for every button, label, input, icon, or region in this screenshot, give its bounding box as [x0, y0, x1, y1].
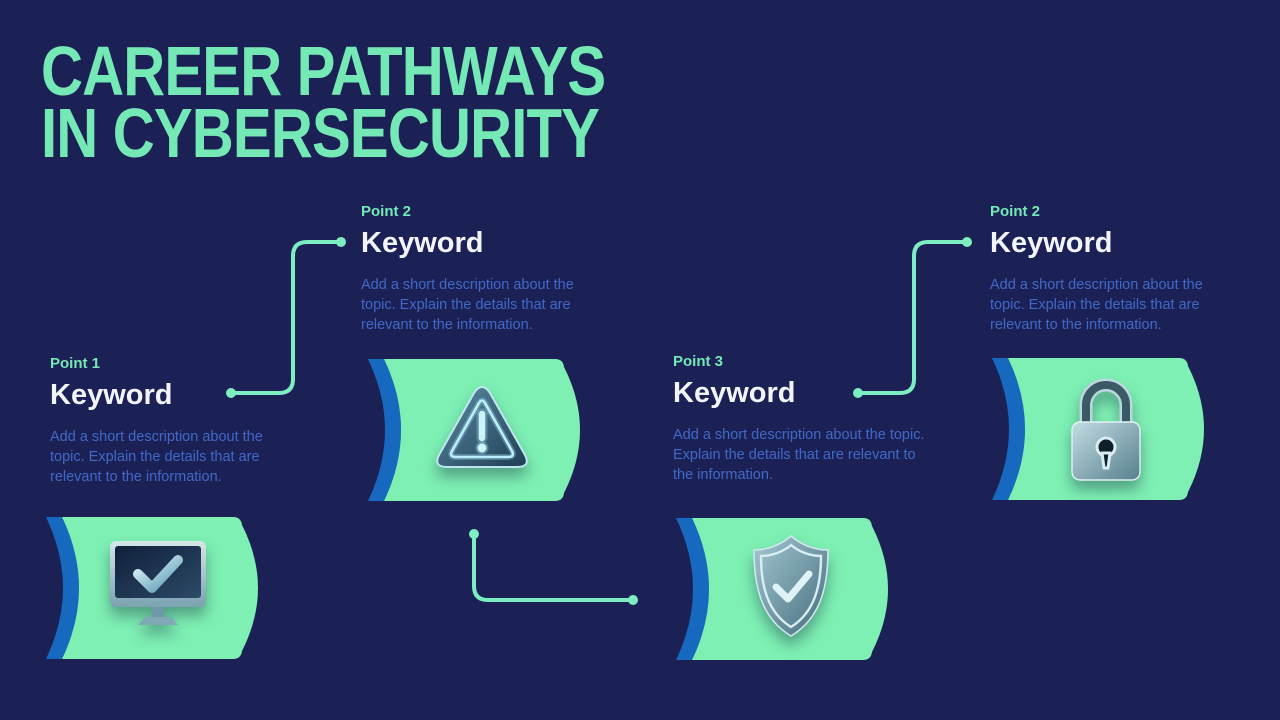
card-accent-stripe: [46, 517, 79, 659]
connector-dot: [336, 237, 346, 247]
point-block-2: Point 2 Keyword Add a short description …: [361, 203, 575, 335]
point-label: Point 2: [990, 203, 1041, 220]
connector-dot: [628, 595, 638, 605]
page-title-line2: IN CYBERSECURITY: [41, 94, 600, 172]
card-accent-stripe: [368, 359, 401, 501]
point-keyword: Keyword: [361, 227, 484, 259]
point-description: Add a short description about the topic.…: [50, 429, 263, 485]
point-label: Point 1: [50, 355, 101, 372]
connector-dot: [962, 237, 972, 247]
connector-dot: [226, 388, 236, 398]
monitor-check-icon: [110, 541, 206, 625]
page-title: CAREER PATHWAYS IN CYBERSECURITY: [41, 32, 606, 172]
pathway-card-4: [986, 356, 1206, 502]
connector-line-1-to-2: [226, 237, 346, 398]
page-title-line1: CAREER PATHWAYS: [41, 32, 606, 110]
card-accent-stripe: [676, 518, 709, 660]
point-block-4: Point 2 Keyword Add a short description …: [990, 203, 1204, 335]
warning-triangle-icon: [436, 386, 528, 468]
connector-dot: [853, 388, 863, 398]
pathway-card-1: [40, 515, 260, 661]
point-description: Add a short description about the topic.…: [361, 277, 574, 333]
point-keyword: Keyword: [990, 227, 1113, 259]
point-block-1: Point 1 Keyword Add a short description …: [50, 355, 268, 487]
connector-dot: [469, 529, 479, 539]
padlock-icon: [1071, 378, 1141, 481]
pathway-card-3: [670, 516, 890, 662]
connector-line-2-to-3: [469, 529, 638, 605]
point-keyword: Keyword: [673, 377, 796, 409]
card-accent-stripe: [992, 358, 1025, 500]
point-label: Point 3: [673, 353, 724, 370]
point-description: Add a short description about the topic.…: [673, 427, 925, 483]
connector-line-3-to-4: [853, 237, 972, 398]
shield-check-icon: [753, 534, 829, 637]
point-keyword: Keyword: [50, 379, 173, 411]
point-description: Add a short description about the topic.…: [990, 277, 1203, 333]
point-label: Point 2: [361, 203, 412, 220]
point-block-3: Point 3 Keyword Add a short description …: [673, 353, 925, 485]
pathway-card-2: [362, 357, 582, 503]
